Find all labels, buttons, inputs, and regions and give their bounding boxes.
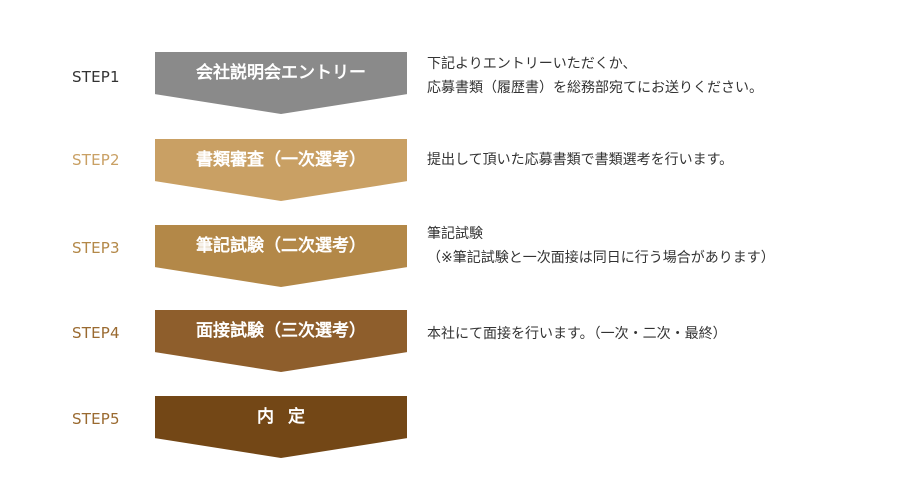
step-3-arrow: 筆記試験（二次選考） — [155, 225, 407, 287]
step-5-arrow: 内定 — [155, 396, 407, 458]
step-4-description: 本社にて面接を行います。（一次・二次・最終） — [427, 322, 727, 346]
step-2-arrow: 書類審査（一次選考） — [155, 139, 407, 201]
step-1-title: 会社説明会エントリー — [196, 63, 366, 83]
step-3-desc-line-1: 筆記試験 — [427, 226, 483, 242]
step-2-label: STEP2 — [72, 151, 120, 169]
step-2-title: 書類審査（一次選考） — [196, 150, 366, 170]
step-5-label: STEP5 — [72, 410, 120, 428]
step-3-description: 筆記試験 （※筆記試験と一次面接は同日に行う場合があります） — [427, 222, 775, 270]
step-1-label: STEP1 — [72, 68, 120, 86]
step-3-desc-line-2: （※筆記試験と一次面接は同日に行う場合があります） — [427, 250, 775, 266]
step-1-description: 下記よりエントリーいただくか、 応募書類（履歴書）を総務部宛てにお送りください。 — [427, 52, 763, 100]
step-4-title: 面接試験（三次選考） — [196, 321, 366, 341]
step-3-title: 筆記試験（二次選考） — [196, 236, 366, 256]
step-2-description: 提出して頂いた応募書類で書類選考を行います。 — [427, 148, 733, 172]
step-1-desc-line-1: 下記よりエントリーいただくか、 — [427, 56, 637, 72]
step-5-title: 内定 — [257, 407, 319, 427]
step-4-desc-line-1: 本社にて面接を行います。（一次・二次・最終） — [427, 326, 727, 342]
step-4-arrow: 面接試験（三次選考） — [155, 310, 407, 372]
step-1-desc-line-2: 応募書類（履歴書）を総務部宛てにお送りください。 — [427, 80, 763, 96]
step-1-arrow: 会社説明会エントリー — [155, 52, 407, 114]
step-3-label: STEP3 — [72, 239, 120, 257]
step-4-label: STEP4 — [72, 324, 120, 342]
step-2-desc-line-1: 提出して頂いた応募書類で書類選考を行います。 — [427, 152, 734, 168]
